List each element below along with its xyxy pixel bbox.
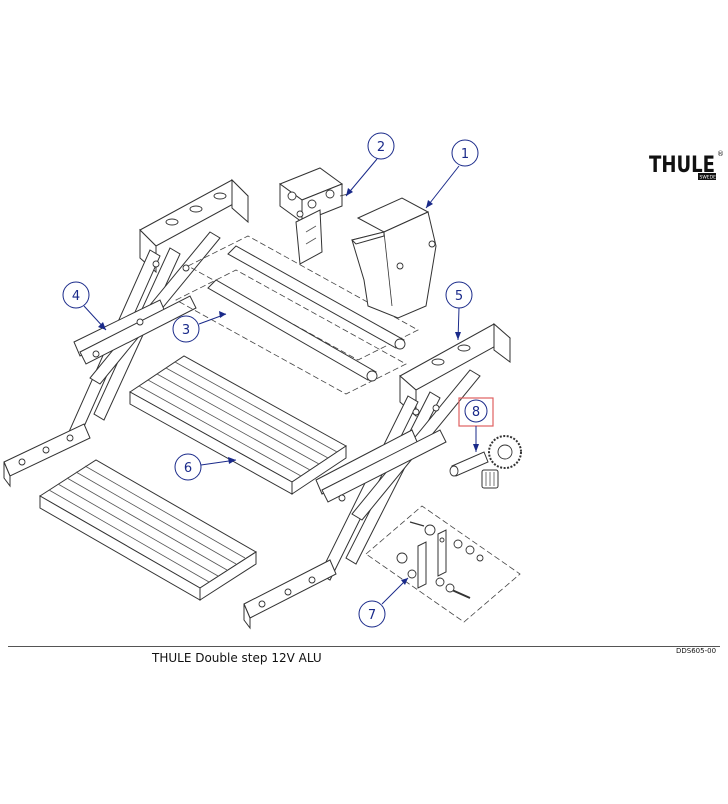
right-bracket-arm	[243, 322, 511, 630]
footer-title: THULE Double step 12V ALU	[152, 651, 322, 665]
callout-3[interactable]: 3	[172, 311, 227, 343]
callout-5[interactable]: 5	[445, 281, 473, 341]
gear-kit	[449, 435, 522, 489]
motor-cover	[351, 197, 437, 319]
step-plates	[39, 355, 347, 601]
registered-mark: ®	[717, 150, 724, 158]
callout-6[interactable]: 6	[174, 453, 237, 481]
tube-axles	[175, 235, 419, 395]
callout-7-label: 7	[368, 608, 376, 623]
thule-logo: THULE ® SWEDEN	[648, 146, 724, 182]
hardware-kit	[365, 505, 521, 623]
callout-5-label: 5	[455, 289, 463, 304]
callout-1[interactable]: 1	[425, 139, 479, 209]
callout-3-label: 3	[182, 323, 190, 338]
callout-2[interactable]: 2	[345, 132, 395, 197]
motor	[278, 167, 349, 265]
callout-1-label: 1	[461, 147, 469, 162]
callout-6-label: 6	[184, 461, 192, 476]
logo-subtext: SWEDEN	[700, 175, 720, 181]
callout-4[interactable]: 4	[62, 281, 107, 331]
doc-code: DDS605-00	[676, 647, 717, 655]
footer-divider	[8, 646, 720, 647]
callout-4-label: 4	[72, 289, 80, 304]
callout-8[interactable]: 8	[464, 399, 488, 452]
callout-2-label: 2	[377, 140, 385, 155]
callout-7[interactable]: 7	[358, 577, 409, 628]
callout-8-label: 8	[472, 405, 480, 420]
left-bracket-arm	[3, 178, 249, 488]
